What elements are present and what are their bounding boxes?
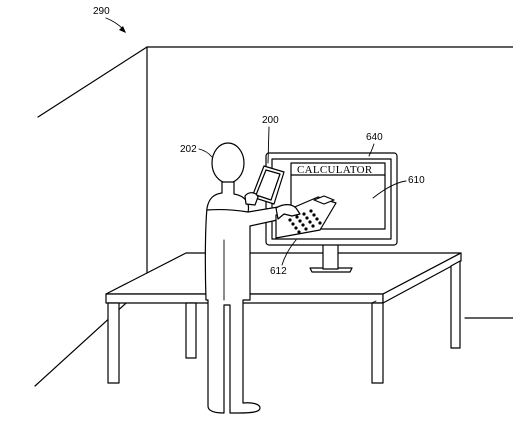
screen-title: CALCULATOR [297,164,373,176]
label-202: 202 [180,144,197,155]
label-200: 200 [262,115,279,126]
table [105,252,462,384]
label-640: 640 [366,132,383,143]
leader-640 [368,143,375,157]
leader-612 [281,239,297,266]
label-610: 610 [408,175,425,186]
leader-610 [372,180,407,199]
user-figure [204,142,283,414]
leader-200 [267,126,270,164]
leader-202 [198,148,213,158]
label-290: 290 [93,6,110,17]
arrow-290 [105,17,126,33]
label-612: 612 [270,266,287,277]
handheld-device [244,165,285,206]
virtual-keypad [275,195,337,239]
